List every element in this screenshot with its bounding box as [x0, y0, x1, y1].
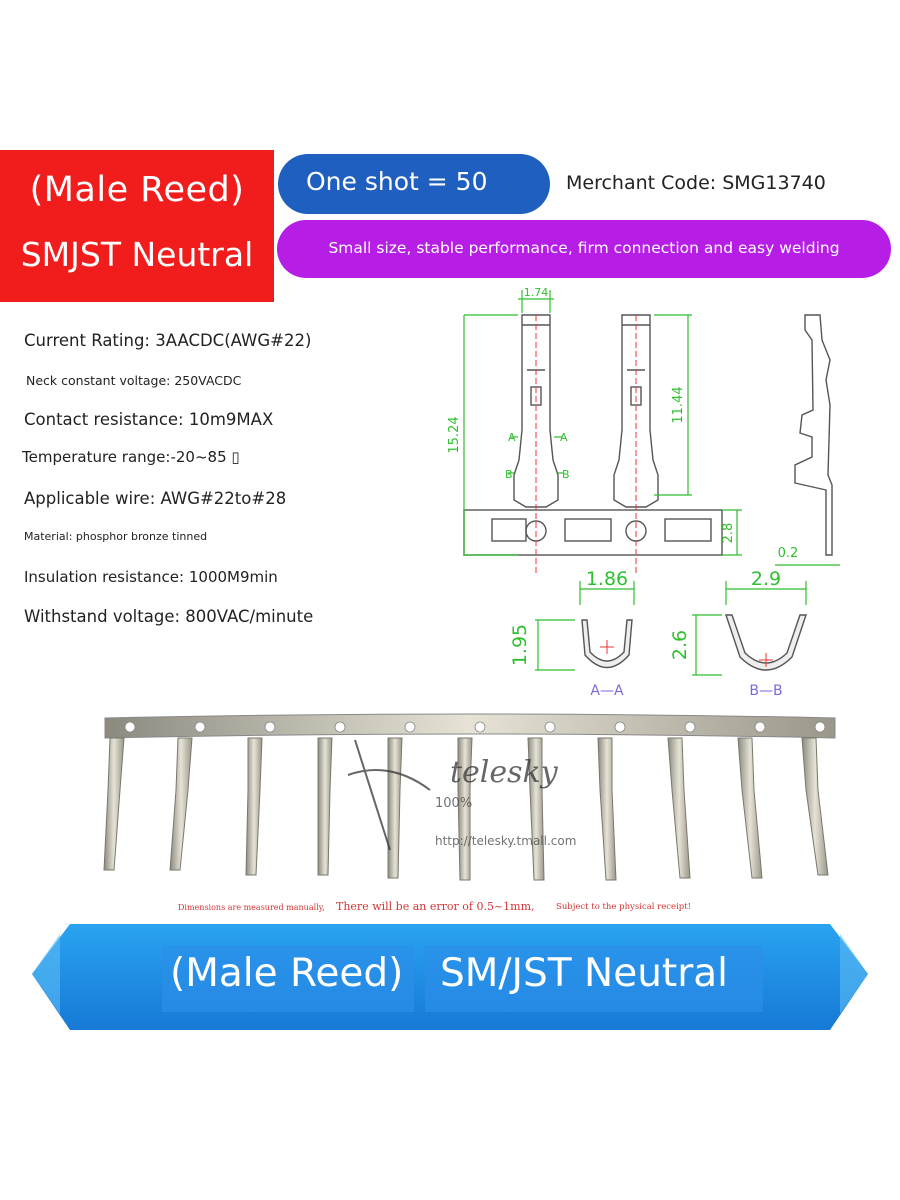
watermark-brand: telesky — [450, 755, 559, 790]
carrier-strip — [463, 509, 723, 556]
banner-right-text: SM/JST Neutral — [440, 951, 728, 996]
photo-pin — [527, 737, 545, 881]
spec-applicable-wire: Applicable wire: AWG#22to#28 — [24, 489, 287, 508]
dim-upper-height: 11.44 — [671, 386, 686, 423]
title-block: (Male Reed) SMJST Neutral — [0, 150, 274, 302]
product-photo: telesky 100% http://telesky.tmall.com — [103, 713, 836, 881]
disclaimer-part-3: Subject to the physical receipt! — [556, 902, 692, 912]
photo-pin — [597, 737, 617, 881]
photo-pin — [737, 737, 763, 879]
watermark-line-2: http://telesky.tmall.com — [435, 834, 576, 848]
photo-pin — [245, 737, 263, 876]
pin-right — [613, 314, 659, 508]
marker-a-left: A — [508, 431, 516, 444]
merchant-code: Merchant Code: SMG13740 — [566, 172, 826, 194]
photo-pin — [457, 737, 473, 881]
marker-b-left: B — [505, 468, 513, 481]
dim-width-top: 1.74 — [524, 286, 549, 299]
pin-left — [513, 314, 559, 508]
spec-current-rating: Current Rating: 3AACDC(AWG#22) — [24, 331, 312, 350]
bottom-banner — [32, 924, 868, 1030]
side-view — [794, 314, 833, 556]
tagline-text: Small size, stable performance, firm con… — [328, 239, 840, 257]
section-b-profile — [725, 614, 807, 671]
section-a-width: 1.86 — [586, 568, 628, 590]
spec-insulation-resistance: Insulation resistance: 1000M9min — [24, 568, 278, 586]
spec-temperature-range: Temperature range:-20~85 ▯ — [22, 448, 240, 466]
title-line-2: SMJST Neutral — [20, 235, 254, 274]
tagline-pill: Small size, stable performance, firm con… — [277, 220, 891, 278]
section-a-height: 1.95 — [509, 624, 531, 666]
spec-withstand-voltage: Withstand voltage: 800VAC/minute — [24, 607, 314, 626]
section-a-label: A—A — [590, 683, 624, 699]
photo-pin — [169, 737, 193, 871]
watermark-line-1: 100% — [435, 796, 472, 811]
spec-contact-resistance: Contact resistance: 10m9MAX — [24, 410, 274, 429]
section-a-profile — [581, 619, 633, 669]
dim-strip: 2.8 — [721, 523, 736, 544]
spec-material: Material: phosphor bronze tinned — [24, 530, 208, 543]
photo-pin — [387, 737, 403, 879]
marker-a-right: A — [560, 431, 568, 444]
photo-pin — [317, 737, 333, 876]
disclaimer-part-2: There will be an error of 0.5~1mm, — [336, 900, 535, 913]
photo-carrier-strip — [104, 713, 836, 739]
quantity-pill: One shot = 50 — [278, 154, 550, 214]
section-b-label: B—B — [749, 683, 782, 699]
dim-thickness: 0.2 — [778, 546, 799, 561]
section-b-height: 2.6 — [669, 630, 691, 660]
photo-pin — [103, 737, 125, 871]
dim-total-height: 15.24 — [447, 416, 462, 453]
technical-drawing: 1.74 15.24 11.44 2.8 0.2 A A B B 1.86 1.… — [447, 286, 840, 699]
photo-pin — [667, 737, 691, 879]
spec-neck-voltage: Neck constant voltage: 250VACDC — [26, 373, 242, 388]
quantity-pill-text: One shot = 50 — [306, 167, 488, 196]
disclaimer-part-1: Dimensions are measured manually, — [178, 903, 325, 912]
banner-left-text: (Male Reed) — [170, 951, 404, 996]
marker-b-right: B — [562, 468, 570, 481]
title-line-1: (Male Reed) — [29, 170, 245, 210]
section-b-width: 2.9 — [751, 568, 781, 590]
watermark: telesky 100% http://telesky.tmall.com — [347, 739, 576, 851]
photo-pin — [801, 737, 829, 876]
